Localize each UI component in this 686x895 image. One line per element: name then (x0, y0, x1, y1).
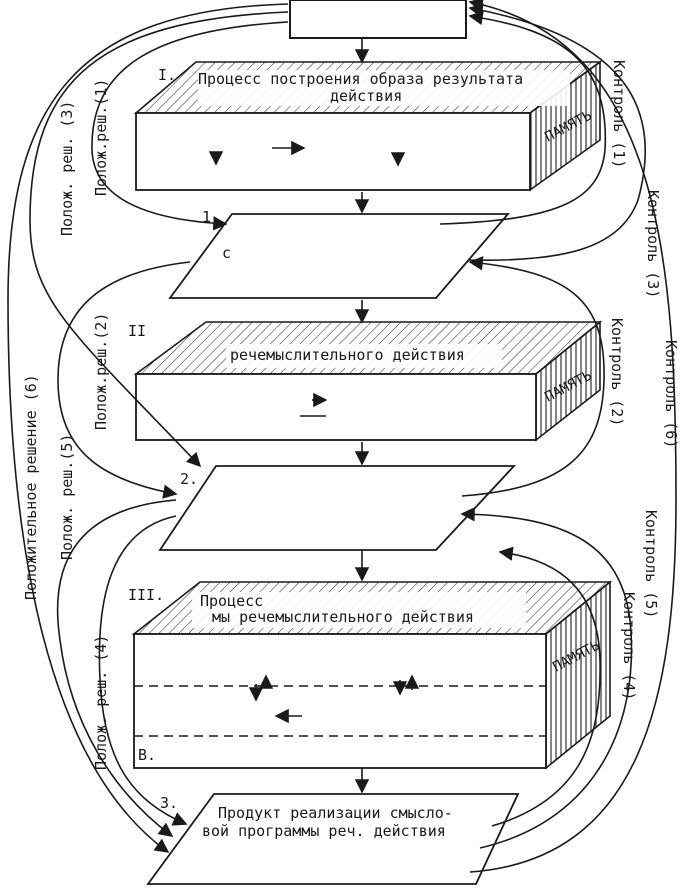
block-1-title-line2: действия (330, 87, 402, 105)
left-label-4: Полож. реш. (4) (92, 635, 110, 770)
left-label-1: Полож.реш.(1) (92, 79, 110, 196)
top-box (289, 0, 467, 39)
block-2-title-bg (226, 344, 502, 368)
left-label-6: Положительное решение (6) (22, 374, 40, 600)
right-label-1: Контроль (1) (610, 60, 628, 168)
loop-left-6 (7, 3, 289, 853)
block-3-numeral: III. (128, 586, 164, 604)
block-1 (133, 60, 603, 192)
loop-right-6 (468, 0, 677, 873)
left-label-5: Полож. реш.(5) (58, 434, 76, 560)
block-2-title-line1: речемыслительного действия (230, 346, 465, 364)
loop-right-2 (461, 256, 605, 497)
plane-3-line2: вой программы реч. действия (202, 822, 446, 840)
loop-right-1 (439, 10, 607, 225)
right-label-5: Контроль (5) (642, 510, 660, 618)
right-label-3: Контроль (3) (644, 190, 662, 298)
plane-3-line1: Продукт реализации смысло- (218, 804, 453, 822)
block-3-front-face (133, 633, 547, 769)
block-3 (131, 580, 613, 770)
plane-1-inner-label: с (222, 244, 231, 262)
block-1-title-bg (198, 70, 570, 106)
block-3-title-line2: мы речемыслительного действия (212, 608, 474, 626)
loop-right-5 (460, 507, 633, 849)
loop-left-4 (98, 515, 188, 826)
loop-right-4 (491, 546, 601, 827)
block-2-front-face (135, 373, 537, 441)
block-1-front-face (135, 112, 531, 191)
plane-2 (158, 465, 517, 551)
block-3-title-bg (192, 592, 526, 628)
block-3-inner-label: В. (138, 746, 156, 764)
block-2 (133, 320, 603, 442)
loop-left-2 (57, 261, 191, 499)
plane-1 (168, 213, 510, 299)
block-1-title-line1: Процесс построения образа результата (198, 70, 523, 88)
right-label-4: Контроль (4) (620, 592, 638, 700)
loop-left-3 (29, 11, 289, 468)
left-label-2: Полож.реш.(2) (92, 313, 110, 430)
right-label-2: Контроль (2) (608, 318, 626, 426)
loop-left-1 (91, 21, 289, 231)
block-1-numeral: I. (158, 66, 176, 84)
loop-right-3 (467, 3, 647, 262)
block-3-title-line1: Процесс (200, 592, 263, 610)
left-label-3: Полож. реш. (3) (58, 101, 76, 236)
loop-left-5 (56, 499, 177, 837)
plane-2-number: 2. (180, 470, 198, 488)
feedback-loops (7, 0, 677, 873)
right-label-6: Контроль (6) (662, 340, 680, 448)
plane-3-number: 3. (160, 794, 178, 812)
plane-3 (146, 793, 520, 885)
block-2-numeral: II (128, 322, 146, 340)
plane-1-number: 1. (202, 208, 220, 226)
